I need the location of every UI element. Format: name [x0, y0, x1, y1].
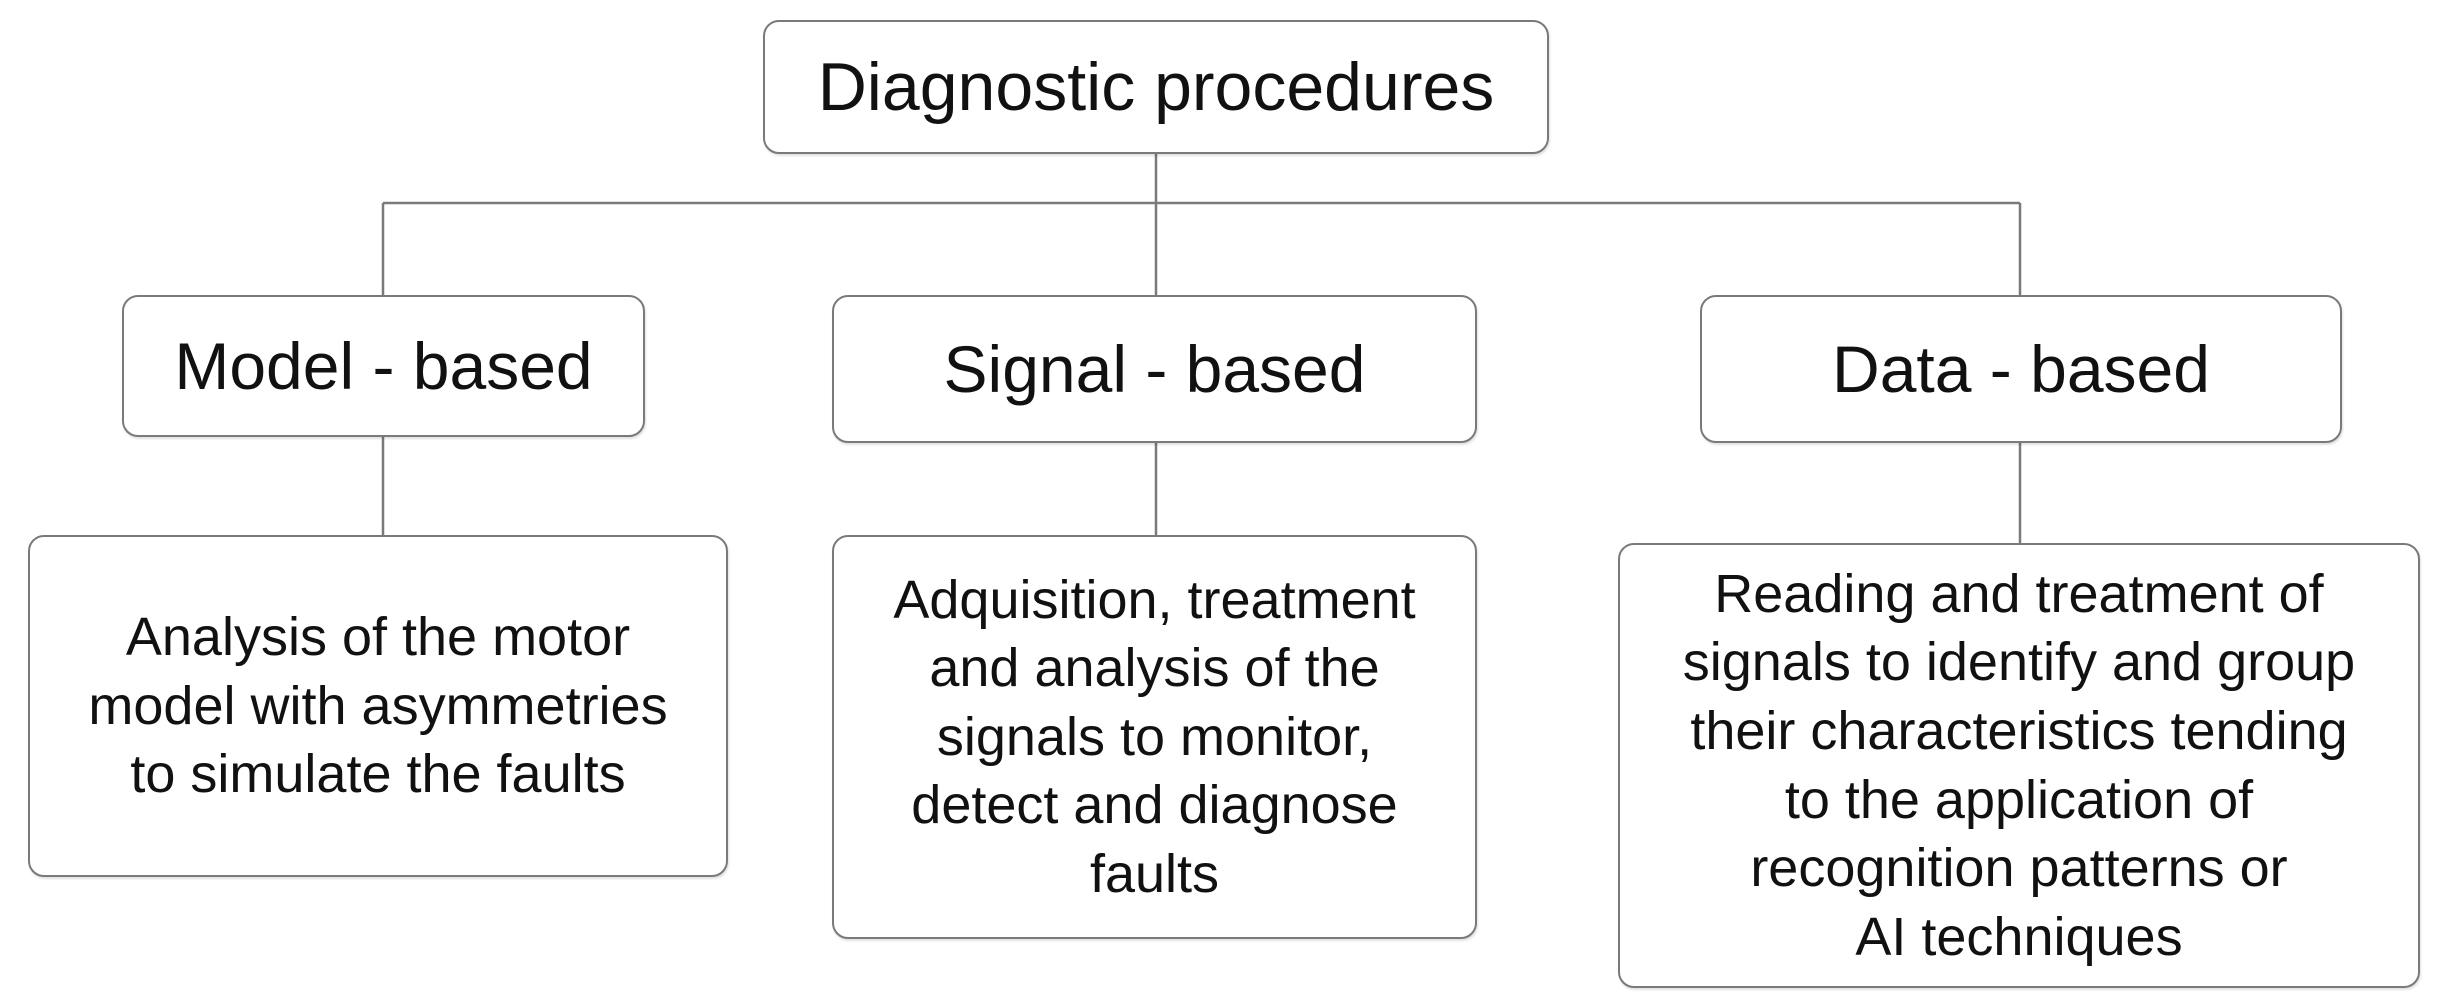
description-model-text: Analysis of the motor model with asymmet…: [88, 607, 668, 805]
root-node: Diagnostic procedures: [763, 20, 1549, 154]
description-signal-based: Adquisition, treatment and analysis of t…: [832, 535, 1477, 939]
category-signal-label: Signal - based: [943, 332, 1366, 406]
description-signal-text: Adquisition, treatment and analysis of t…: [893, 569, 1416, 904]
category-signal-based: Signal - based: [832, 295, 1477, 443]
description-data-based: Reading and treatment of signals to iden…: [1618, 543, 2420, 988]
category-data-label: Data - based: [1832, 332, 2210, 406]
description-model-based: Analysis of the motor model with asymmet…: [28, 535, 728, 877]
category-data-based: Data - based: [1700, 295, 2342, 443]
category-model-label: Model - based: [174, 329, 593, 403]
category-model-based: Model - based: [122, 295, 645, 437]
root-label: Diagnostic procedures: [817, 49, 1495, 125]
description-data-text: Reading and treatment of signals to iden…: [1682, 563, 2356, 967]
